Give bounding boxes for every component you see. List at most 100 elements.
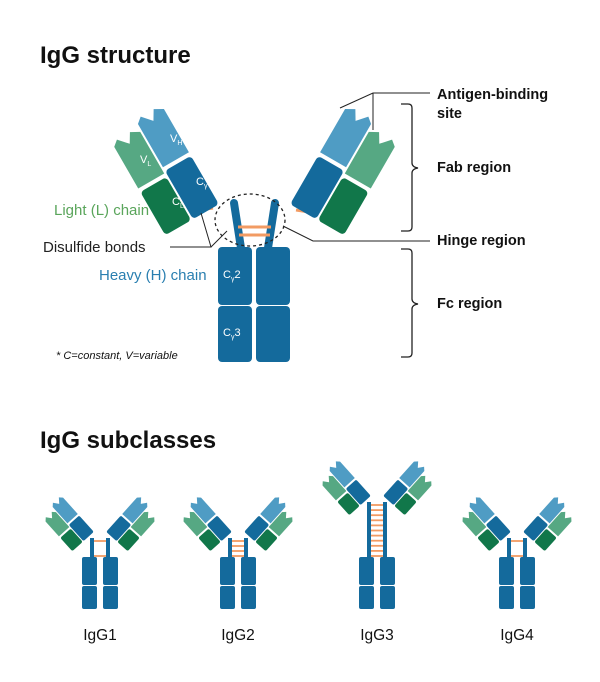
subclass-label-igg2: IgG2 (221, 627, 255, 644)
ch1-domain (486, 516, 511, 541)
vl-domain (183, 511, 208, 537)
ch3-domain (103, 586, 118, 609)
fab-arm-left (462, 497, 511, 551)
cl-domain (395, 493, 416, 515)
cl-domain (338, 493, 359, 515)
fab-arm-left (322, 461, 371, 515)
antigen-binding-label: Antigen-binding (437, 87, 548, 103)
ch1-domain (106, 516, 131, 541)
heavy-chain-label: Heavy (H) chain (99, 267, 207, 284)
footnote: * C=constant, V=variable (56, 350, 178, 362)
subclass-antibody-3 (322, 461, 432, 609)
vh-label: VH (170, 133, 182, 147)
ch1-domain (383, 480, 408, 505)
ch1-domain (244, 516, 269, 541)
subclass-antibody-4 (462, 497, 572, 609)
vh-domain (52, 497, 78, 524)
fab-arm-right (106, 497, 155, 551)
cl-label: CL (172, 196, 184, 210)
subclass-antibody-2 (183, 497, 293, 609)
vh-domain-left (137, 109, 189, 168)
ch3-domain (520, 586, 535, 609)
cl-domain (199, 529, 220, 551)
ch2-domain-left (218, 247, 252, 305)
cl-domain (118, 529, 139, 551)
vh-domain (260, 497, 286, 524)
ch1-label: Cγ1 (196, 176, 214, 190)
vh-domain (190, 497, 216, 524)
ch3-domain-left (218, 306, 252, 362)
disulfide-leader-b (210, 230, 228, 248)
fab-arm-left (114, 109, 218, 234)
ch3-domain (241, 586, 256, 609)
ch3-domain (380, 586, 395, 609)
ch3-domain-right (256, 306, 290, 362)
subclass-label-igg1: IgG1 (83, 627, 117, 644)
cl-domain (535, 529, 556, 551)
ch2-domain (103, 557, 118, 585)
subclass-label-igg3: IgG3 (360, 627, 394, 644)
ch3-label: Cγ3 (223, 327, 241, 341)
hinge-region-label: Hinge region (437, 233, 526, 249)
vl-label: VL (140, 154, 151, 168)
fab-region-label: Fab region (437, 160, 511, 176)
cl-domain (256, 529, 277, 551)
vl-domain-right (344, 131, 395, 189)
fab-arm-right (523, 497, 572, 551)
vl-domain (322, 475, 347, 501)
ch3-domain (359, 586, 374, 609)
antigen-leader (339, 92, 430, 109)
vl-domain (130, 511, 155, 537)
ch3-domain (499, 586, 514, 609)
ch3-domain (220, 586, 235, 609)
light-chain-label: Light (L) chain (54, 202, 149, 219)
hinge-chain-right (264, 199, 279, 252)
ch1-domain (207, 516, 232, 541)
subclass-antibodies (45, 461, 572, 609)
ch2-domain (499, 557, 514, 585)
ch1-domain (523, 516, 548, 541)
ch1-domain (346, 480, 371, 505)
vl-domain-left (114, 131, 165, 189)
ch2-domain-right (256, 247, 290, 305)
vh-domain (539, 497, 565, 524)
ch1-domain-left (166, 157, 218, 218)
vh-domain (399, 461, 425, 488)
fc-bracket (401, 248, 419, 358)
subclass-antibody-1 (45, 497, 155, 609)
vh-domain (122, 497, 148, 524)
vl-domain (407, 475, 432, 501)
fab-arm-left (183, 497, 232, 551)
subclasses-title: IgG subclasses (40, 427, 216, 454)
ch1-domain (69, 516, 94, 541)
ch1-domain-right (291, 157, 343, 218)
antigen-binding-label-2: site (437, 106, 462, 122)
fab-bracket (401, 103, 419, 232)
fab-arm-left (45, 497, 94, 551)
hinge-chain-left (230, 199, 245, 252)
hinge-leader (282, 225, 430, 242)
main-antibody: VH VL Cγ1 CL Cγ2 Cγ3 (114, 109, 395, 362)
ch2-domain (241, 557, 256, 585)
vl-domain (268, 511, 293, 537)
hinge-highlight-circle (214, 193, 286, 247)
page-title: IgG structure (40, 42, 191, 69)
fab-arm-right (244, 497, 293, 551)
cl-domain-right (319, 178, 368, 234)
ch2-domain (520, 557, 535, 585)
vh-domain (469, 497, 495, 524)
vh-domain (329, 461, 355, 488)
vl-domain (462, 511, 487, 537)
cl-domain (478, 529, 499, 551)
ch2-domain (82, 557, 97, 585)
cl-domain-left (141, 178, 190, 234)
fc-region-label: Fc region (437, 296, 502, 312)
subclass-label-igg4: IgG4 (500, 627, 534, 644)
vl-domain (547, 511, 572, 537)
fab-arm-right (383, 461, 432, 515)
disulfide-bonds-label: Disulfide bonds (43, 239, 146, 256)
ch2-domain (220, 557, 235, 585)
cl-domain (61, 529, 82, 551)
vh-domain-right (320, 109, 372, 168)
